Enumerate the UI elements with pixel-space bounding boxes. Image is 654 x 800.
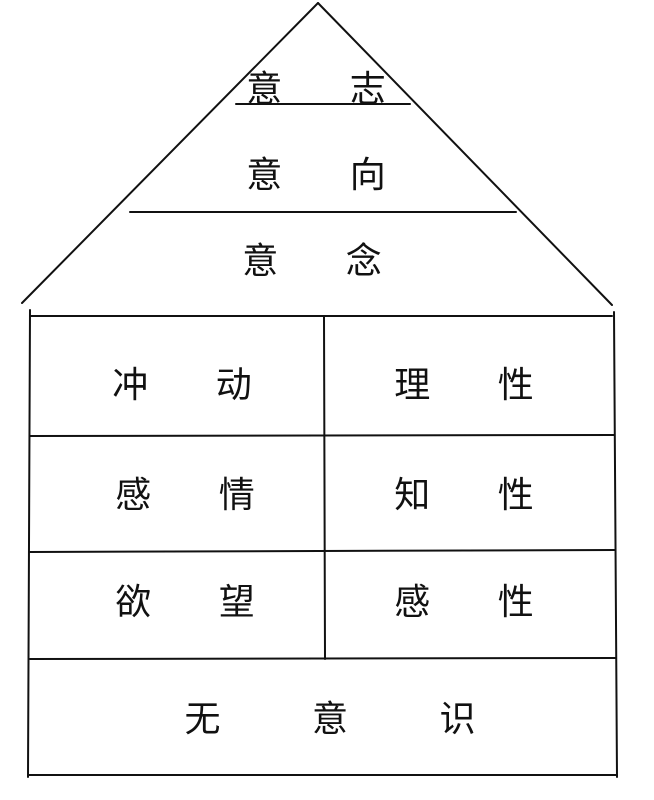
roof-label-top: 意 志	[246, 69, 414, 110]
row-line-4	[29, 657, 617, 660]
row-line-3	[29, 549, 616, 553]
foundation-label: 无 意 识	[184, 699, 516, 740]
right-cell-1: 理 性	[394, 365, 562, 406]
left-cell-2: 感 情	[115, 475, 283, 516]
row-line-2	[29, 434, 615, 437]
wall-left	[27, 309, 31, 778]
roof-right-edge	[317, 2, 613, 306]
roof-left-edge	[21, 2, 319, 304]
right-cell-2: 知 性	[394, 475, 562, 516]
right-cell-3: 感 性	[394, 582, 562, 623]
left-cell-3: 欲 望	[115, 582, 283, 623]
center-divider	[323, 315, 326, 660]
roof-label-bottom: 意 念	[242, 241, 410, 282]
wall-right	[613, 311, 618, 778]
roof-label-middle: 意 向	[246, 155, 414, 196]
left-cell-1: 冲 动	[112, 365, 280, 406]
